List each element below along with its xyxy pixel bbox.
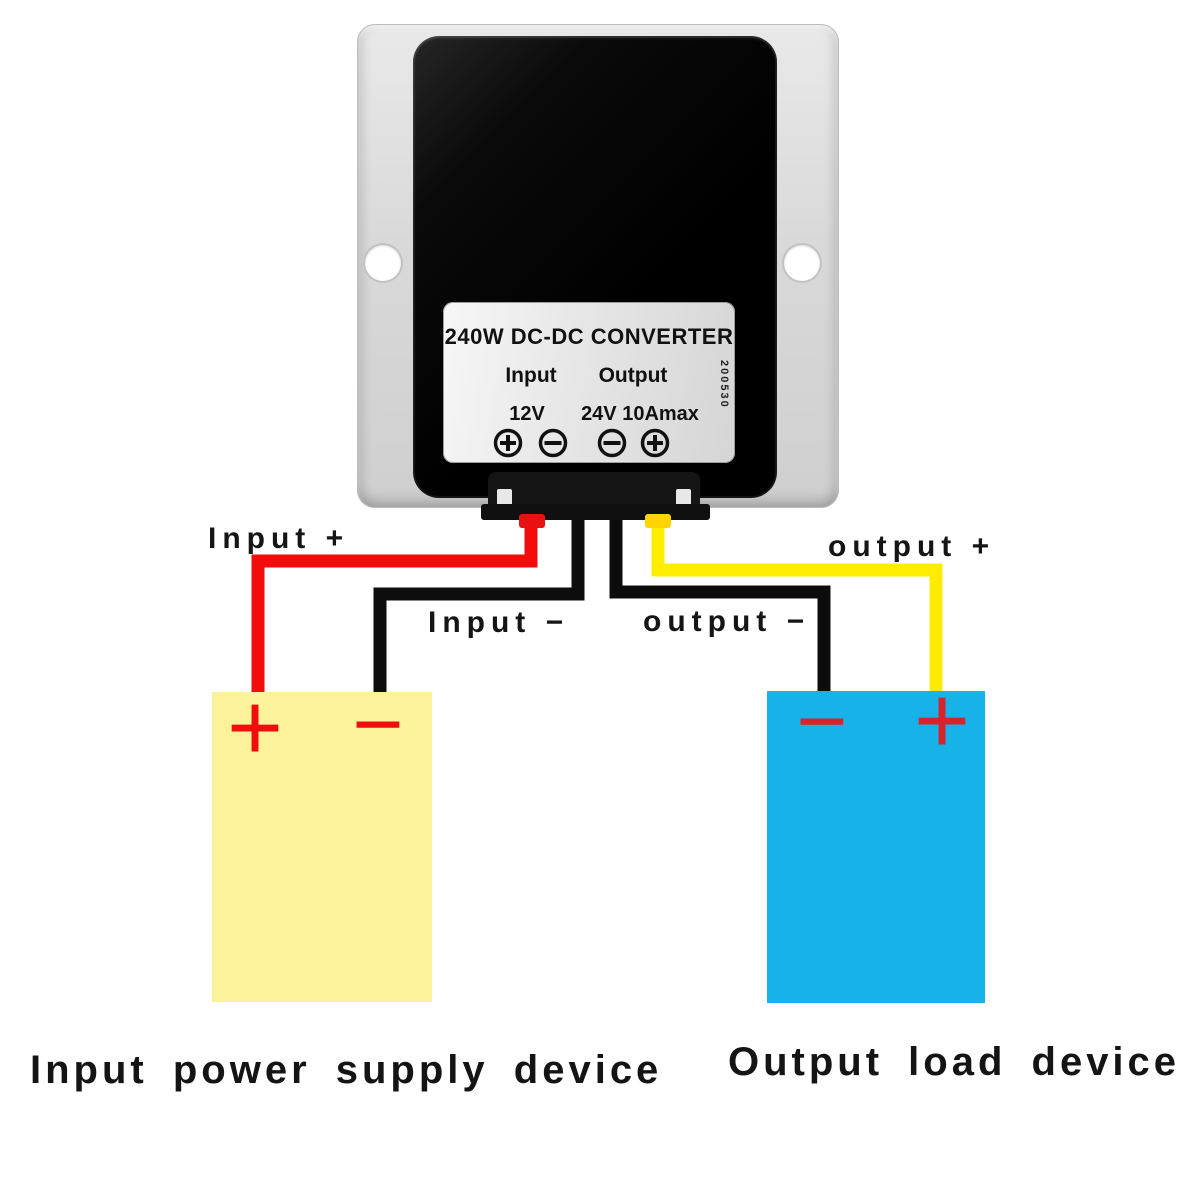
- input-box-caption: Input power supply device: [30, 1048, 663, 1092]
- plus-symbol: +: [913, 667, 971, 774]
- minus-symbol: −: [352, 674, 404, 773]
- output-box-caption: Output load device: [728, 1040, 1181, 1084]
- wire-connector: [488, 472, 700, 506]
- connector-notch-right: [676, 489, 691, 506]
- output-rating: 24V 10Amax: [581, 403, 699, 425]
- output-load-box: − +: [767, 673, 985, 1003]
- mounting-hole-left: [365, 245, 401, 281]
- output-plus-crimp: [645, 514, 671, 528]
- output-plus-wire: [651, 505, 943, 698]
- output-minus-wire: [609, 505, 831, 698]
- device-title: 240W DC-DC CONVERTER: [444, 324, 734, 349]
- minus-symbol: −: [796, 671, 848, 770]
- connector-bar: [481, 504, 710, 520]
- output-plus-label: output +: [828, 530, 996, 563]
- output-column-label: Output: [598, 364, 668, 387]
- terminal-plus-icon: [640, 428, 670, 458]
- input-voltage: 12V: [509, 403, 545, 425]
- input-minus-wire: [373, 505, 585, 700]
- input-plus-crimp: [519, 514, 545, 528]
- mounting-hole-right: [784, 245, 820, 281]
- input-column-label: Input: [505, 364, 557, 387]
- input-minus-label: Input −: [428, 606, 570, 639]
- device-label: 240W DC-DC CONVERTER Input Output 12V 24…: [443, 302, 735, 463]
- plus-symbol: +: [226, 674, 284, 781]
- terminal-minus-icon: [597, 428, 627, 458]
- terminal-minus-icon: [538, 428, 568, 458]
- serial-number: 200530: [718, 360, 730, 409]
- terminal-plus-icon: [493, 428, 523, 458]
- input-plus-wire: [251, 505, 538, 700]
- output-minus-label: output −: [643, 605, 811, 638]
- input-power-supply-box: + −: [212, 680, 432, 1002]
- input-plus-label: Input +: [208, 522, 350, 555]
- connector-notch-left: [497, 489, 512, 506]
